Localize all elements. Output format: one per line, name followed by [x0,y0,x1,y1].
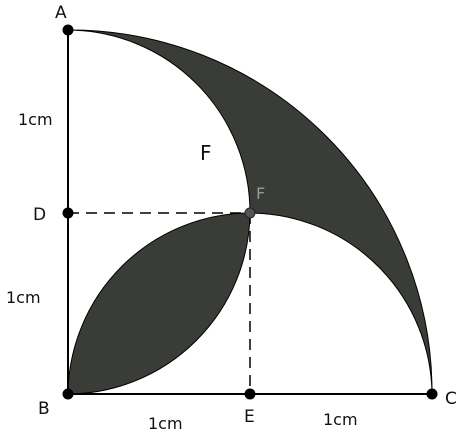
label-e: E [244,407,255,427]
length-ec: 1cm [323,410,358,429]
length-ad: 1cm [18,110,53,129]
label-f-point: F [256,184,265,203]
point-b [62,388,74,400]
shaded-region-lower [67,212,251,395]
label-b: B [38,399,50,419]
length-be: 1cm [148,414,183,433]
label-c: C [445,389,457,409]
point-d [62,207,74,219]
point-f [244,207,256,219]
point-c [426,388,438,400]
point-a [62,24,74,36]
label-d: D [33,205,46,225]
point-e [244,388,256,400]
length-db: 1cm [6,288,41,307]
label-a: A [55,3,67,23]
label-f-region: F [200,141,212,165]
